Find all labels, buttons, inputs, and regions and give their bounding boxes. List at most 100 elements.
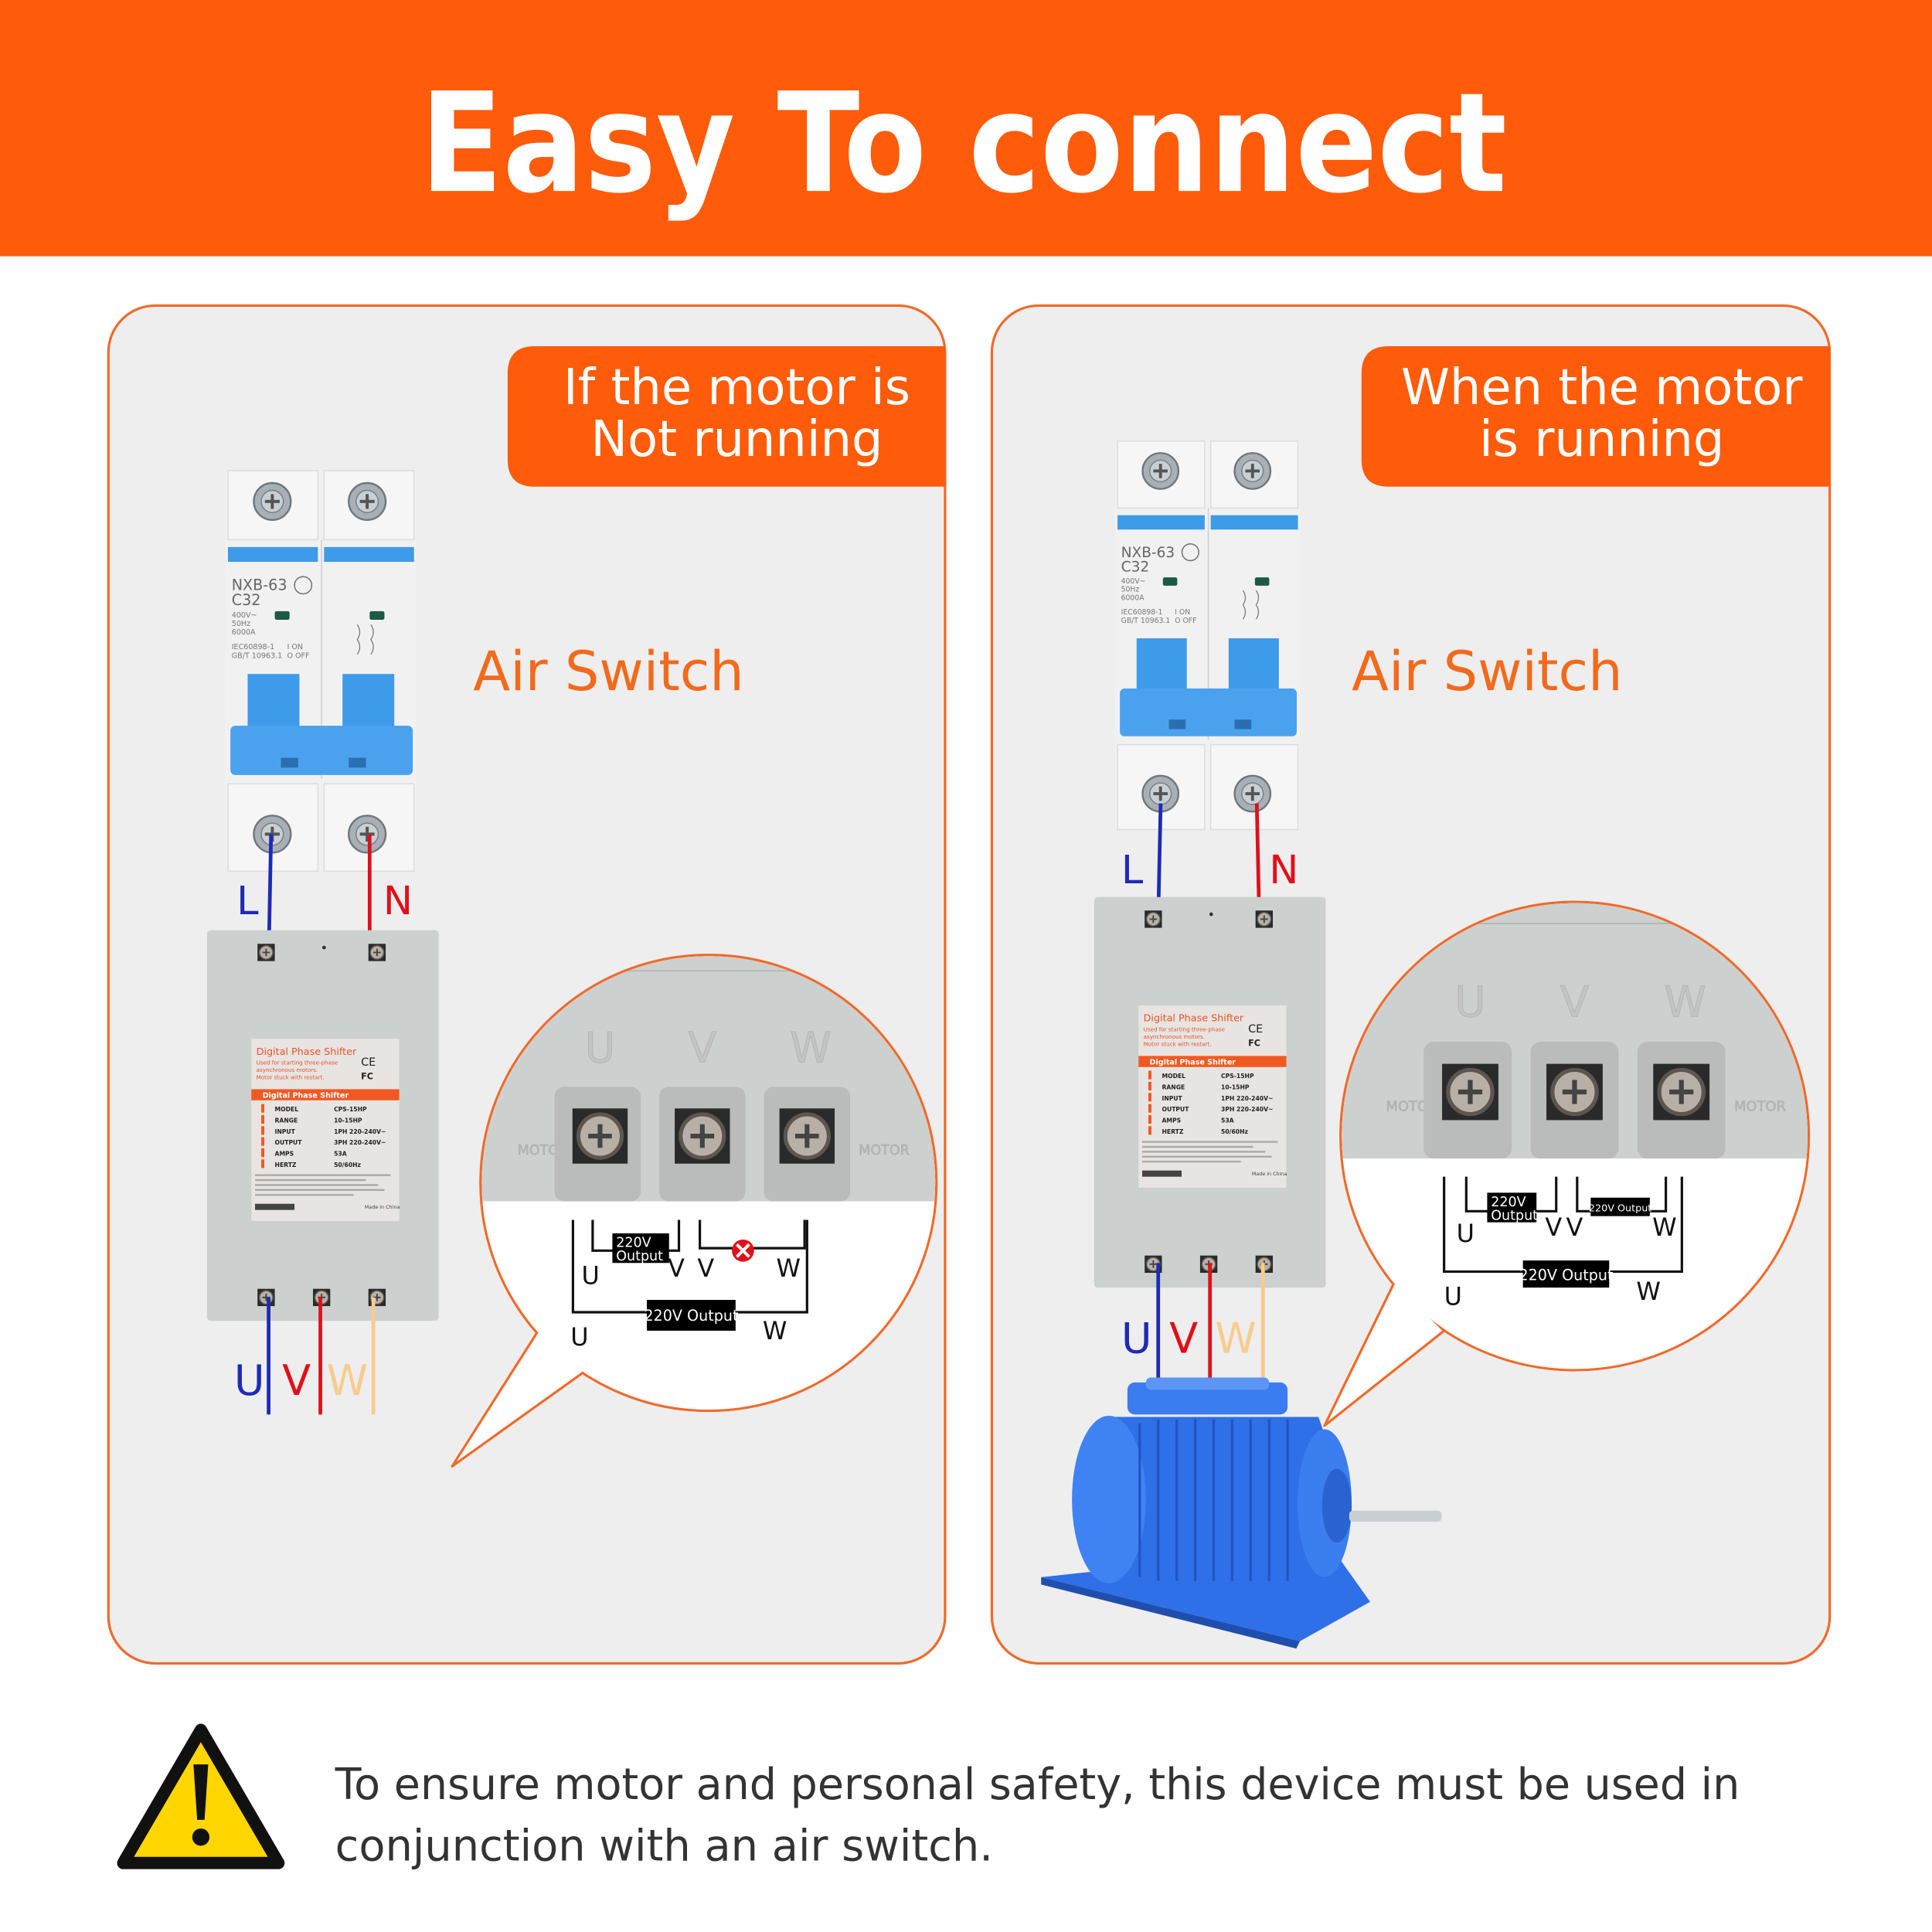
diagram-terminal: W [776, 1253, 801, 1283]
digital-phase-shifter: Digital Phase Shifter Used for starting … [1094, 896, 1326, 1288]
breaker-rating: C32 [232, 591, 261, 609]
air-switch-label: Air Switch [1352, 640, 1623, 703]
shifter-description: Used for starting three-phase [257, 1060, 338, 1066]
terminal-letter: U [1454, 978, 1485, 1027]
svg-text:RANGE: RANGE [1162, 1083, 1185, 1090]
breaker-standard: IEC60898-1 [232, 643, 274, 651]
diagram-box-label: 220V Output [644, 1307, 739, 1325]
air-switch: NXB-63 C32 400V~ 50Hz 6000A IEC60898-1 G… [225, 470, 417, 872]
diagram-box-label: 220V [616, 1236, 651, 1251]
shifter-title: Digital Phase Shifter [1144, 1013, 1244, 1025]
breaker-off: O OFF [1175, 617, 1196, 625]
label-W: W [327, 1356, 369, 1405]
label-W: W [1215, 1315, 1257, 1363]
breaker-on: I ON [287, 643, 303, 651]
diagram-terminal: U [1444, 1281, 1462, 1311]
diagram-terminal: U [582, 1260, 600, 1290]
breaker-standard: IEC60898-1 [1121, 608, 1163, 617]
breaker-spec: 400V~ [232, 611, 257, 620]
svg-text:INPUT: INPUT [1162, 1095, 1183, 1102]
svg-text:OUTPUT: OUTPUT [275, 1139, 303, 1146]
shifter-table-header: Digital Phase Shifter [263, 1092, 349, 1100]
tab-title-line-2: Not running [590, 411, 883, 468]
label-U: U [1121, 1315, 1152, 1363]
diagram-terminal: W [763, 1316, 787, 1345]
diagram-terminal: V [1566, 1213, 1583, 1242]
breaker-model: NXB-63 [1121, 545, 1175, 561]
terminal-letter: V [688, 1023, 716, 1072]
label-V: V [282, 1356, 311, 1405]
panel-tab [507, 346, 945, 487]
breaker-standard: GB/T 10963.1 [232, 651, 283, 660]
diagram-terminal: W [1636, 1277, 1661, 1306]
svg-text:RANGE: RANGE [275, 1117, 298, 1124]
wiring-callout: U V W MOTOR MOTOR [451, 954, 938, 1468]
warning-triangle-icon [117, 1723, 285, 1869]
svg-text:CE: CE [361, 1056, 376, 1069]
svg-text:MODEL: MODEL [1162, 1073, 1186, 1080]
svg-text:AMPS: AMPS [1162, 1117, 1182, 1124]
diagram-terminal: W [1652, 1213, 1677, 1242]
shifter-spec-table: MODEL CPS-15HP RANGE 10-15HP INPUT 1PH 220-… [261, 1104, 386, 1168]
warning-text-line-1: To ensure motor and personal safety, thi… [335, 1760, 1740, 1810]
warning-text-line-2: conjunction with an air switch. [335, 1821, 993, 1872]
terminal-letter: W [790, 1023, 832, 1072]
shifter-title: Digital Phase Shifter [257, 1046, 357, 1058]
diagram-box-label: 220V [1491, 1195, 1526, 1210]
svg-text:1PH 220-240V~: 1PH 220-240V~ [334, 1128, 386, 1135]
breaker-model: NXB-63 [232, 577, 287, 594]
tab-title-line-1: If the motor is [563, 359, 910, 417]
air-switch: NXB-63 C32 400V~ 50Hz 6000A IEC60898-1 G… [1114, 440, 1301, 831]
motor-embossing: MOTOR [1734, 1098, 1786, 1114]
diagram-box-label: Output [616, 1249, 663, 1264]
breaker-rating: C32 [1121, 559, 1150, 575]
svg-text:INPUT: INPUT [275, 1128, 296, 1135]
label-V: V [1169, 1315, 1198, 1363]
breaker-standard: GB/T 10963.1 [1121, 617, 1171, 625]
diagram-box-label: 220V Output [1589, 1202, 1651, 1214]
made-in: Made in China [1252, 1171, 1287, 1177]
label-U: U [234, 1356, 265, 1405]
svg-text:50/60Hz: 50/60Hz [334, 1162, 361, 1168]
svg-text:HERTZ: HERTZ [275, 1162, 297, 1168]
diagram-terminal: V [1545, 1213, 1562, 1242]
label-L: L [1121, 848, 1144, 893]
terminal-letter: U [585, 1023, 616, 1072]
panel-running: When the motor is running Air Switch NXB… [990, 304, 1832, 1665]
diagram-box-label: Output [1491, 1208, 1538, 1223]
tab-title-line-1: When the motor [1401, 359, 1803, 417]
tab-title-line-2: is running [1479, 411, 1724, 468]
motor-embossing: MOTOR [859, 1143, 910, 1158]
wiring-callout: U V W MOTOR MOTOR 22 [1323, 900, 1811, 1427]
shifter-description: Motor stuck with restart. [1144, 1041, 1212, 1048]
diagram-box-label: 220V Output [1519, 1267, 1614, 1284]
shifter-description: Motor stuck with restart. [257, 1074, 325, 1081]
svg-text:MODEL: MODEL [275, 1106, 299, 1113]
svg-text:CPS-15HP: CPS-15HP [334, 1106, 367, 1113]
terminal-letter: V [1560, 978, 1590, 1027]
digital-phase-shifter: Digital Phase Shifter Used for starting … [206, 930, 439, 1321]
svg-text:10-15HP: 10-15HP [334, 1117, 362, 1124]
diagram-terminal: U [1457, 1219, 1475, 1248]
svg-text:1PH 220-240V~: 1PH 220-240V~ [1221, 1095, 1273, 1102]
header-banner [0, 0, 1932, 257]
shifter-description: Used for starting three-phase [1144, 1026, 1226, 1033]
shifter-table-header: Digital Phase Shifter [1150, 1059, 1236, 1067]
breaker-on: I ON [1175, 608, 1190, 617]
svg-text:53A: 53A [334, 1151, 347, 1158]
svg-text:10-15HP: 10-15HP [1221, 1083, 1250, 1090]
diagram-terminal: V [668, 1253, 685, 1283]
shifter-description: asynchronous motors. [1144, 1033, 1205, 1040]
breaker-spec: 6000A [1121, 594, 1145, 602]
breaker-spec: 6000A [232, 628, 256, 637]
svg-text:FC: FC [1248, 1039, 1260, 1049]
svg-text:HERTZ: HERTZ [1162, 1128, 1184, 1135]
breaker-spec: 50Hz [1121, 586, 1140, 594]
label-L: L [236, 879, 259, 924]
panel-not-running: If the motor is Not running Air Switch N… [107, 304, 947, 1665]
breaker-off: O OFF [287, 651, 309, 660]
svg-text:50/60Hz: 50/60Hz [1221, 1128, 1248, 1135]
svg-text:FC: FC [361, 1072, 373, 1082]
